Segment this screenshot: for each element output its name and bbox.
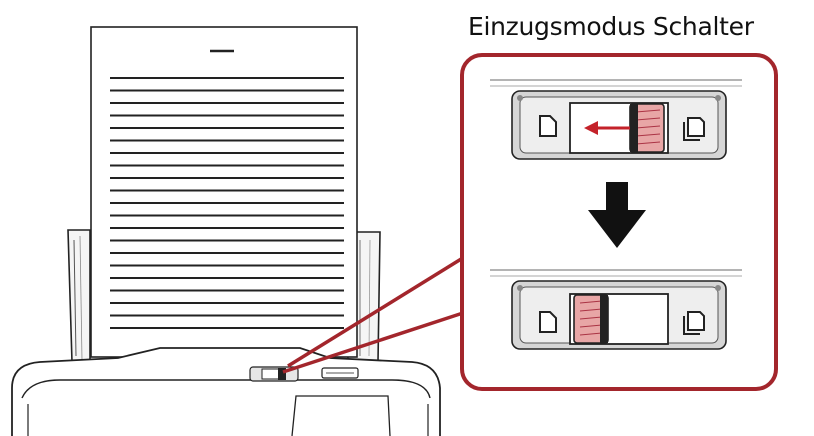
paper-document xyxy=(90,26,358,358)
single-sheet-icon xyxy=(539,311,557,333)
callout-connector xyxy=(282,254,467,374)
switch-panel-before xyxy=(490,79,742,160)
paper-text-lines xyxy=(110,77,344,329)
single-sheet-icon xyxy=(539,115,557,137)
arrow-down-icon xyxy=(588,182,646,248)
left-chute-guide xyxy=(67,229,91,363)
stacked-sheets-icon xyxy=(683,311,705,335)
switch-slider-knob xyxy=(573,294,609,344)
switch-slider-knob xyxy=(629,103,665,153)
switch-caption: Einzugsmodus Schalter xyxy=(468,12,754,41)
scanner-body xyxy=(11,347,441,436)
arrow-left-icon xyxy=(584,121,630,135)
stacked-sheets-icon xyxy=(683,117,705,141)
switch-panel-after xyxy=(490,269,742,350)
